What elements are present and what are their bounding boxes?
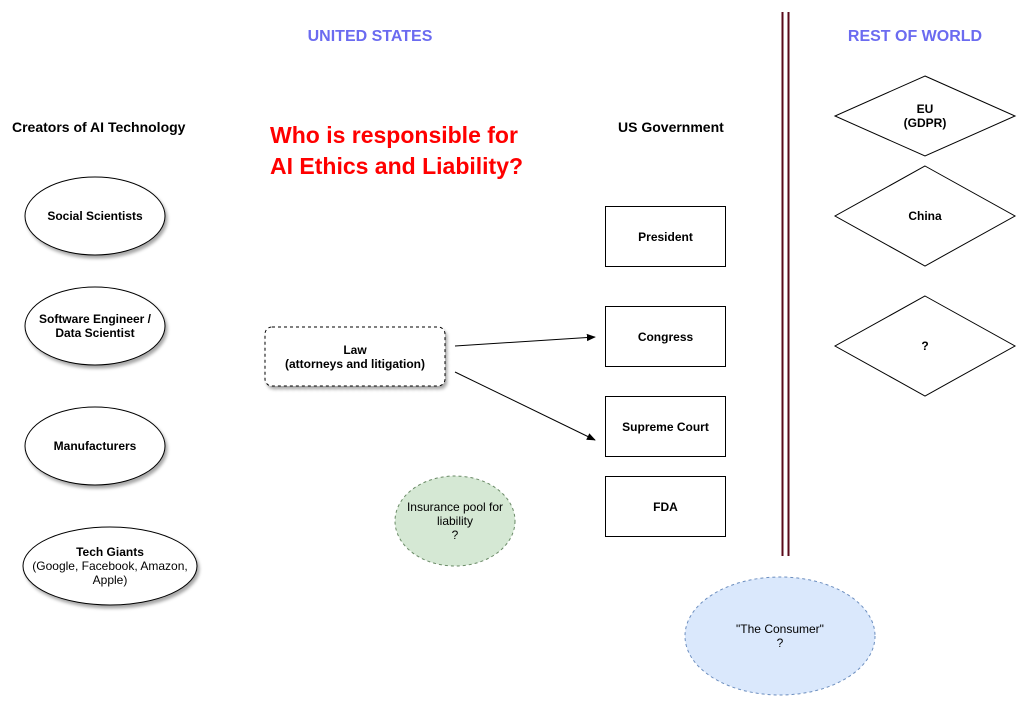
label-president: President	[638, 229, 693, 244]
label-unknown-country: ?	[921, 339, 929, 353]
arrow-law-to-congress	[454, 333, 596, 347]
arrow-law-to-supreme-court	[454, 371, 596, 441]
label-supreme-court: Supreme Court	[622, 419, 709, 434]
label-eu: EU (GDPR)	[903, 102, 947, 130]
node-insurance-pool[interactable]	[394, 475, 516, 567]
label-congress: Congress	[637, 329, 694, 344]
node-unknown-country[interactable]	[833, 295, 1017, 397]
node-president[interactable]: President	[605, 206, 726, 267]
node-supreme-court[interactable]: Supreme Court	[605, 396, 726, 457]
label-software-engineer: Software Engineer / Data Scientist	[38, 312, 152, 340]
node-eu[interactable]	[833, 75, 1017, 157]
label-tech-giants-examples: (Google, Facebook, Amazon, Apple)	[32, 559, 188, 587]
node-tech-giants[interactable]	[22, 526, 198, 606]
node-fda[interactable]: FDA	[605, 476, 726, 537]
header-united-states: UNITED STATES	[307, 28, 433, 45]
label-insurance-pool: Insurance pool for liability ?	[406, 500, 504, 542]
node-congress[interactable]: Congress	[605, 306, 726, 367]
label-tech-giants-name: Tech Giants	[76, 545, 144, 559]
main-question-line-2: AI Ethics and Liability?	[270, 153, 524, 179]
main-question: Who is responsible for AI Ethics and Lia…	[270, 120, 523, 182]
label-manufacturers: Manufacturers	[53, 439, 137, 453]
node-manufacturers[interactable]	[24, 406, 166, 486]
node-social-scientists[interactable]	[24, 176, 166, 256]
label-tech-giants: Tech Giants (Google, Facebook, Amazon, A…	[23, 545, 197, 587]
label-social-scientists: Social Scientists	[47, 209, 143, 223]
node-china[interactable]	[833, 165, 1017, 267]
header-rest-of-world: REST OF WORLD	[847, 28, 983, 45]
node-consumer[interactable]	[684, 576, 876, 696]
main-question-line-1: Who is responsible for	[270, 122, 518, 148]
node-software-engineer[interactable]	[24, 286, 166, 366]
label-consumer: "The Consumer" ?	[736, 622, 824, 650]
government-title: US Government	[618, 119, 724, 135]
label-fda: FDA	[653, 499, 678, 514]
label-law: Law (attorneys and litigation)	[284, 342, 425, 371]
creators-title: Creators of AI Technology	[12, 119, 186, 135]
node-law[interactable]	[264, 326, 446, 387]
label-china: China	[908, 209, 942, 223]
